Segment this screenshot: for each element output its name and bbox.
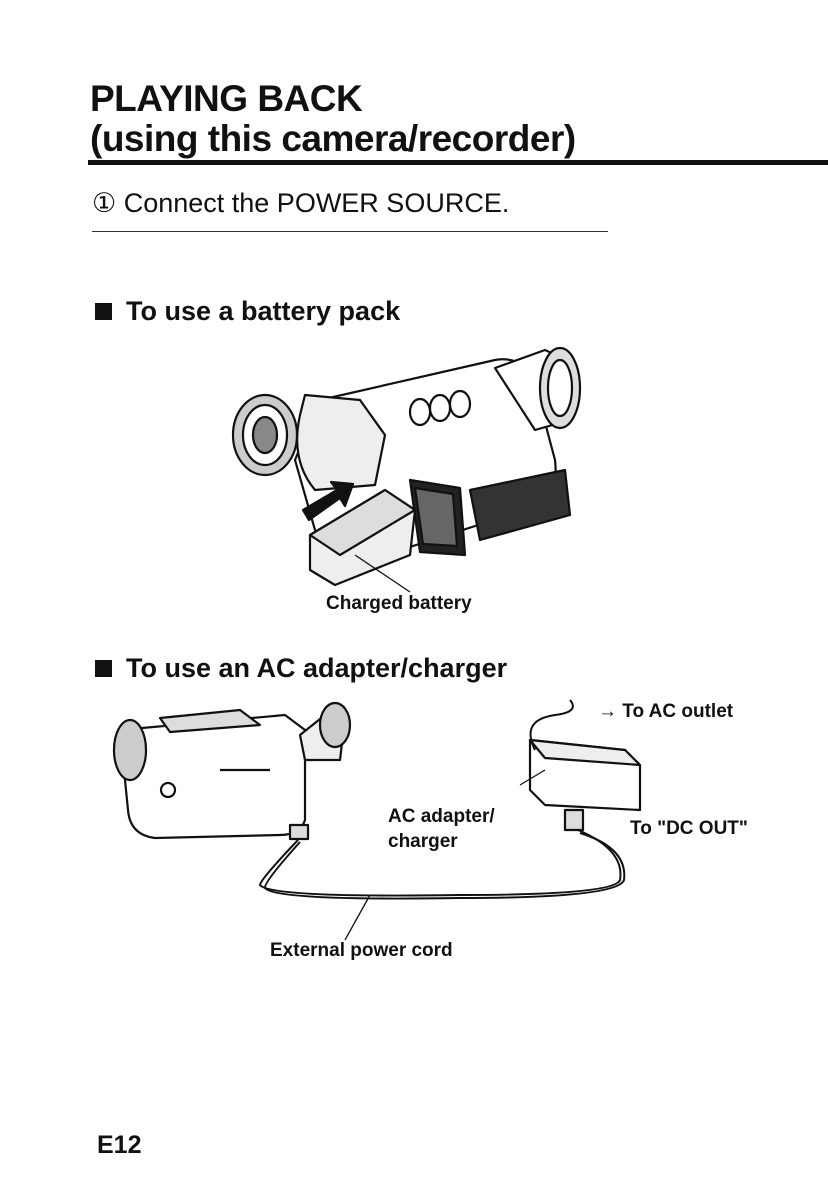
camcorder-battery-illustration (225, 340, 585, 595)
section-heading-ac-adapter: To use an AC adapter/charger (95, 653, 507, 684)
label-charged-battery: Charged battery (326, 593, 472, 615)
label-external-power-cord: External power cord (270, 940, 453, 962)
step-underline (92, 231, 608, 232)
step-instruction: ① Connect the POWER SOURCE. (92, 188, 509, 219)
ac-adapter-illustration (100, 690, 660, 940)
bullet-square-icon (95, 660, 112, 677)
label-ac-adapter: AC adapter/ charger (388, 804, 495, 854)
section-heading-text: To use an AC adapter/charger (126, 653, 507, 684)
label-ac-adapter-line1: AC adapter/ (388, 804, 495, 829)
bullet-square-icon (95, 303, 112, 320)
section-heading-battery: To use a battery pack (95, 296, 400, 327)
label-dc-out: To "DC OUT" (630, 818, 748, 840)
section-heading-text: To use a battery pack (126, 296, 400, 327)
label-ac-adapter-line2: charger (388, 829, 495, 854)
page-title-line1: PLAYING BACK (90, 78, 362, 120)
label-to-ac-outlet: → To AC outlet (598, 701, 733, 723)
page-number: E12 (97, 1131, 141, 1160)
title-underline (88, 160, 828, 165)
page-title-line2: (using this camera/recorder) (90, 118, 576, 160)
